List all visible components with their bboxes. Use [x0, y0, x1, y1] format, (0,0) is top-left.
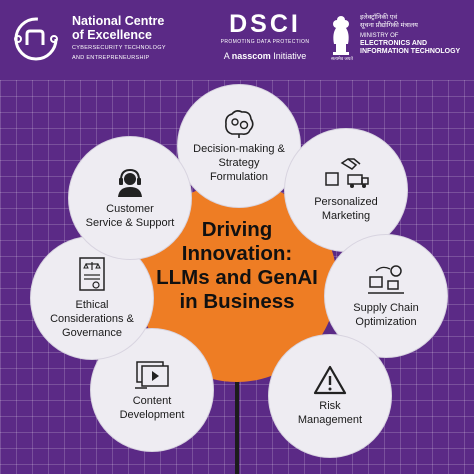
center-title: Driving Innovation: LLMs and GenAI in Bu… — [137, 218, 337, 314]
nasscom-initiative: A nasscom Initiative — [223, 51, 307, 61]
tree-trunk — [235, 320, 239, 474]
warning-icon — [313, 365, 347, 395]
dsci-logo: DSCI PROMOTING DATA PROTECTION A nasscom… — [212, 10, 318, 61]
dsci-wordmark: DSCI — [229, 10, 301, 38]
ncoe-text: National Centre of Excellence CYBERSECUR… — [72, 14, 166, 62]
brain-gears-icon — [225, 110, 254, 138]
ncoe-sub-line2: AND ENTREPRENEURSHIP — [72, 55, 150, 61]
ministry-english-line1: MINISTRY OF — [360, 33, 399, 39]
ministry-english-line3: INFORMATION TECHNOLOGY — [360, 48, 461, 55]
header: National Centre of Excellence CYBERSECUR… — [0, 0, 474, 78]
center-line3: LLMs and GenAI — [156, 266, 318, 289]
ministry-english-line2: ELECTRONICS AND — [360, 40, 428, 47]
document-scales-icon — [79, 257, 105, 291]
content-media-icon — [135, 361, 169, 389]
supply-chain-icon — [368, 265, 404, 294]
headset-agent-icon — [118, 168, 142, 197]
center-line2: Innovation: — [181, 242, 293, 265]
ministry-hindi-line2: सूचना प्रौद्योगिकी मंत्रालय — [360, 22, 418, 29]
ncoe-sub-line1: CYBERSECURITY TECHNOLOGY — [72, 45, 166, 51]
ministry-text: इलेक्ट्रॉनिकी एवं सूचना प्रौद्योगिकी मंत… — [360, 14, 460, 56]
dsci-tagline: PROMOTING DATA PROTECTION — [220, 39, 310, 45]
emblem-caption: सत्यमेव जयते — [331, 56, 353, 61]
center-line1: Driving — [201, 218, 273, 241]
ncoe-logo-icon — [14, 17, 58, 61]
ministry-hindi-line1: इलेक्ट्रॉनिकी एवं — [360, 14, 398, 21]
ncoe-title-line1: National Centre — [72, 14, 165, 28]
center-line4: in Business — [179, 290, 295, 313]
national-emblem-icon — [333, 16, 349, 55]
handshake-delivery-icon — [325, 158, 369, 188]
ncoe-title-line2: of Excellence — [72, 28, 152, 42]
